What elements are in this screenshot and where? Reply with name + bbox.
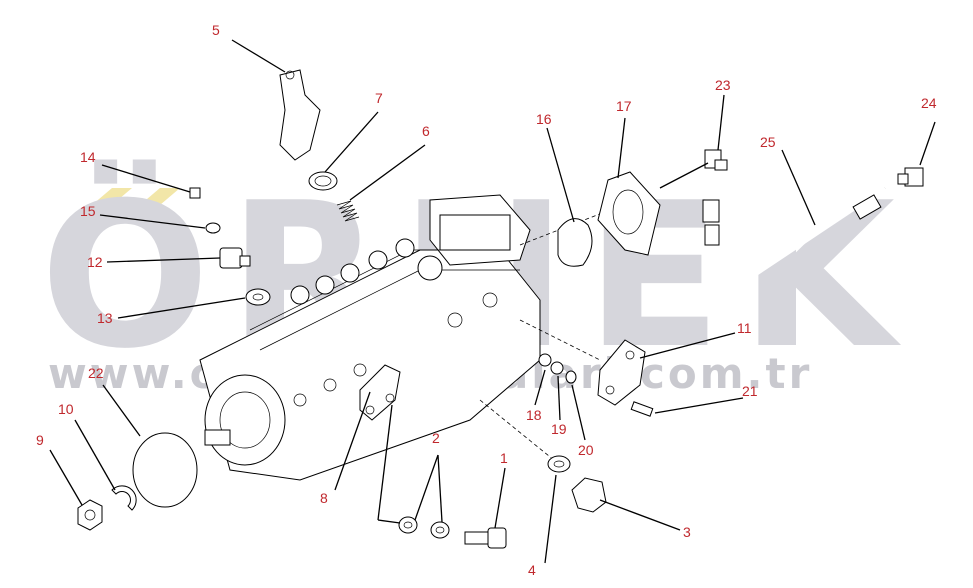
- part-plug-3: [571, 477, 607, 513]
- part-flange-17: [597, 171, 661, 256]
- callout-18: 18: [526, 407, 542, 423]
- part-oring-22: [132, 432, 198, 508]
- callout-13: 13: [97, 310, 113, 326]
- callout-8: 8: [320, 490, 328, 506]
- part-bracket-11: [597, 339, 646, 406]
- injection-pump-body: [199, 194, 611, 481]
- part-bolt-1: [464, 527, 507, 549]
- callout-5: 5: [212, 22, 220, 38]
- callout-2: 2: [432, 430, 440, 446]
- part-washer-19: [550, 361, 564, 375]
- callout-24: 24: [921, 95, 937, 111]
- part-ring-7: [308, 171, 338, 191]
- callout-4: 4: [528, 562, 536, 578]
- leader-lines: [49, 39, 936, 564]
- callout-16: 16: [536, 111, 552, 127]
- callout-20: 20: [578, 442, 594, 458]
- part-bracket-5: [279, 69, 321, 161]
- part-washer-13: [245, 288, 271, 306]
- callout-6: 6: [422, 123, 430, 139]
- callout-3: 3: [683, 524, 691, 540]
- part-elbow-24: [897, 167, 924, 187]
- part-lockwasher-10: [111, 485, 137, 511]
- callout-25: 25: [760, 134, 776, 150]
- callout-19: 19: [551, 421, 567, 437]
- callout-17: 17: [616, 98, 632, 114]
- part-bolt-21: [630, 401, 654, 417]
- part-screw-14: [189, 187, 201, 199]
- part-elbow-23: [704, 149, 728, 171]
- callout-labels: 1 2 3 4 5 6 7 8 9 10 11 12 13 14 15 16 1…: [36, 22, 937, 578]
- watermark-accent-mark: [140, 188, 180, 205]
- callout-14: 14: [80, 149, 96, 165]
- callout-10: 10: [58, 401, 74, 417]
- callout-7: 7: [375, 90, 383, 106]
- callout-12: 12: [87, 254, 103, 270]
- part-fitting-12: [219, 247, 251, 269]
- part-bracket-8: [359, 364, 401, 421]
- part-nut-9: [77, 499, 103, 531]
- part-washer-20: [565, 370, 577, 384]
- part-nut-18: [538, 353, 552, 367]
- callout-1: 1: [500, 450, 508, 466]
- part-washer-15: [205, 222, 221, 234]
- part-pipe-25: [702, 186, 887, 291]
- part-washers-2: [398, 516, 450, 539]
- callout-15: 15: [80, 203, 96, 219]
- callout-21: 21: [742, 383, 758, 399]
- watermark-accent-mark: [92, 188, 132, 205]
- callout-9: 9: [36, 432, 44, 448]
- part-washer-4: [547, 455, 571, 473]
- callout-23: 23: [715, 77, 731, 93]
- part-gasket-16: [557, 218, 593, 267]
- part-spring-6: [336, 200, 360, 222]
- callout-11: 11: [737, 320, 752, 336]
- callout-22: 22: [88, 365, 104, 381]
